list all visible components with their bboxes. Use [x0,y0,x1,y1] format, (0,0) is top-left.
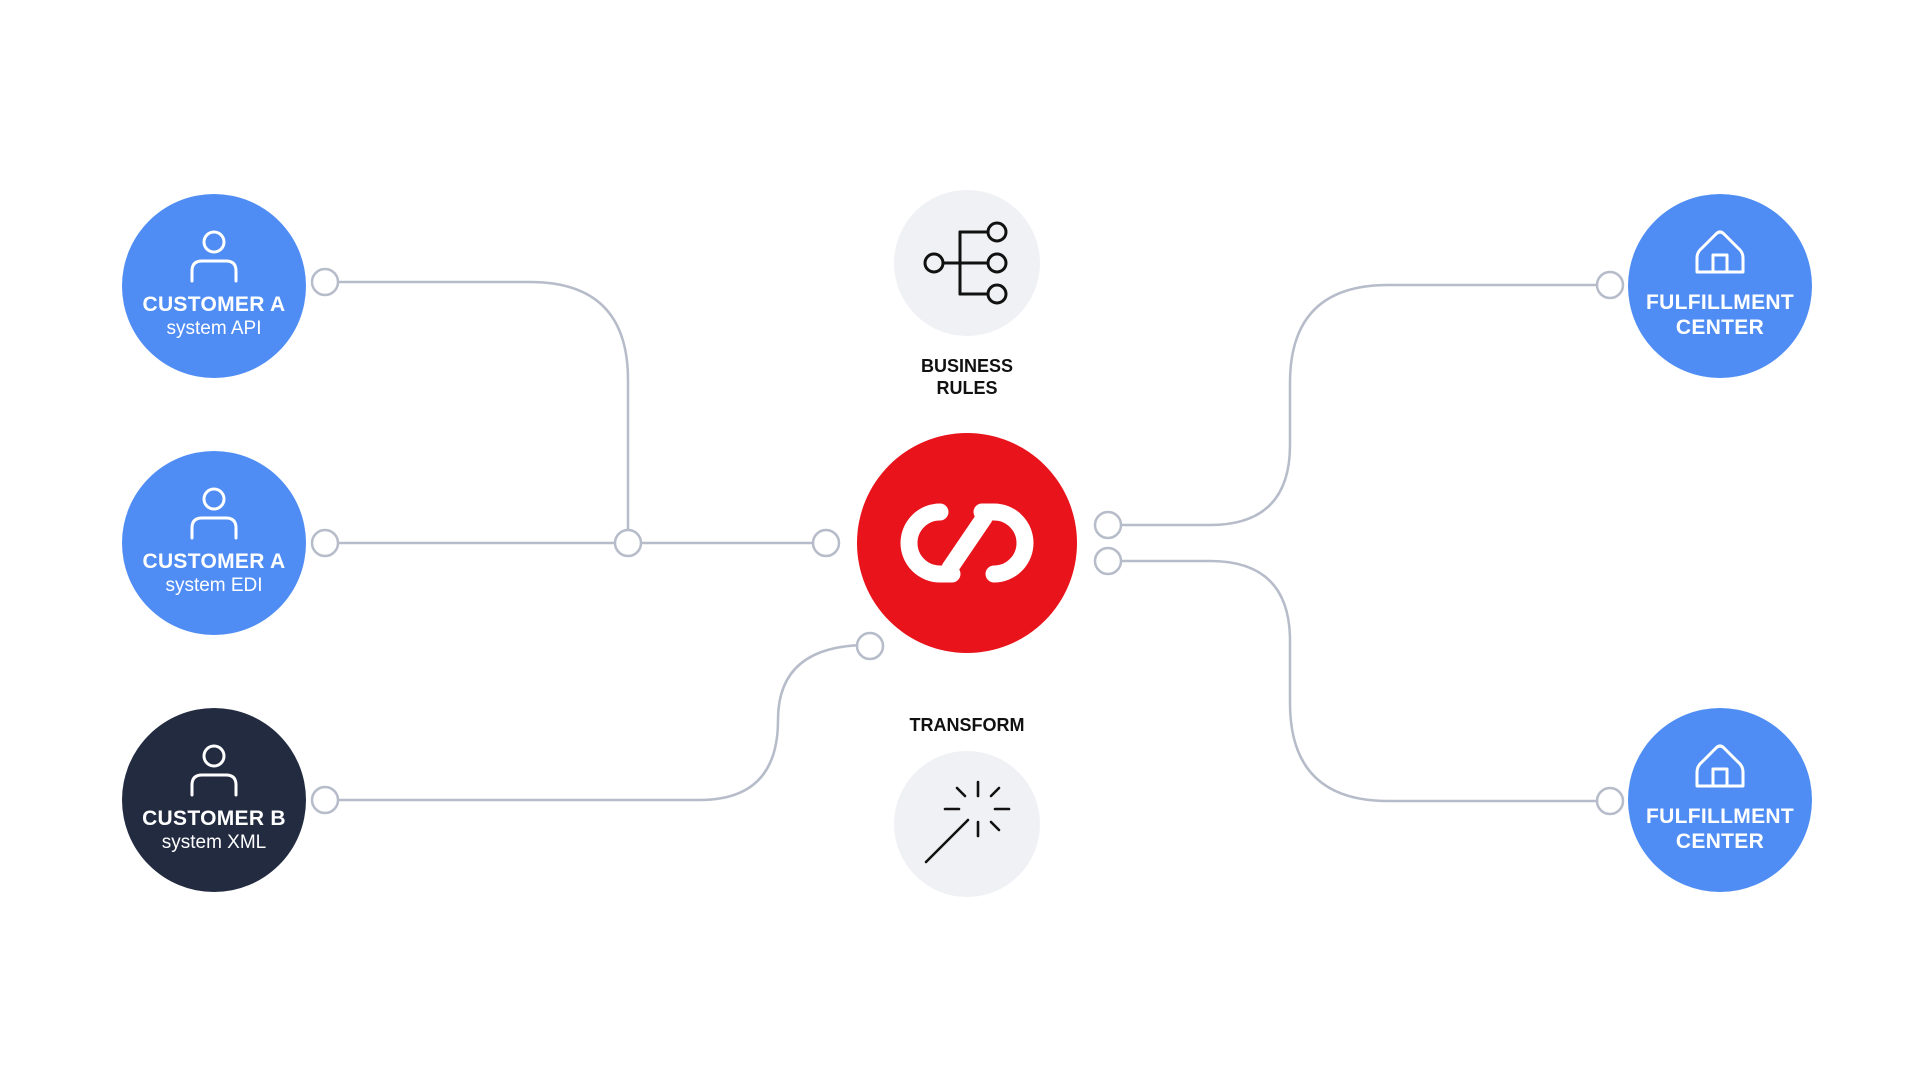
port-junction [613,528,643,558]
node-customer-a-edi[interactable]: CUSTOMER A system EDI [122,451,306,635]
port-customer-a-edi [310,528,340,558]
port-fulfillment-top [1595,270,1625,300]
connector-fulfillment-bottom [1108,559,1608,803]
node-fulfillment-top[interactable]: FULFILLMENT CENTER [1628,194,1812,378]
infinity-link-icon [900,503,1034,583]
node-subtitle: system XML [162,832,267,853]
port-fulfillment-bottom [1595,786,1625,816]
node-customer-b-xml[interactable]: CUSTOMER B system XML [122,708,306,892]
branch-tree-icon [923,221,1008,305]
node-circle [122,708,306,892]
node-title-line2: CENTER [1676,316,1764,339]
connector-customer-b-xml [325,643,869,802]
node-title-line1: FULFILLMENT [1646,291,1794,314]
node-circle [122,194,306,378]
magic-wand-icon [924,780,1011,864]
node-title: CUSTOMER A [142,550,285,573]
node-title-line1: FULFILLMENT [1646,805,1794,828]
node-subtitle: system API [166,318,261,339]
house-icon [1695,230,1745,274]
transform-label: TRANSFORM [910,715,1025,735]
port-customer-b-xml [310,785,340,815]
node-hub[interactable] [857,433,1077,653]
port-hub-output-top [1093,510,1123,540]
port-hub-transform [855,631,885,661]
user-icon [190,744,238,797]
user-icon [190,487,238,540]
connector-customer-a-api [325,280,630,543]
business-rules-label-line1: BUSINESS [921,356,1013,376]
node-title: CUSTOMER B [142,807,286,830]
node-subtitle: system EDI [165,575,262,596]
icon-bubble [894,751,1040,897]
node-transform[interactable]: TRANSFORM [894,715,1040,897]
port-customer-a-api [310,267,340,297]
node-circle [1628,194,1812,378]
connectors [325,280,1608,803]
node-circle [122,451,306,635]
node-title: CUSTOMER A [142,293,285,316]
port-hub-input [811,528,841,558]
user-icon [190,230,238,283]
node-fulfillment-bottom[interactable]: FULFILLMENT CENTER [1628,708,1812,892]
business-rules-label-line2: RULES [936,378,997,398]
connector-fulfillment-top [1108,283,1608,527]
node-business-rules[interactable]: BUSINESS RULES [894,190,1040,398]
node-title-line2: CENTER [1676,830,1764,853]
node-customer-a-api[interactable]: CUSTOMER A system API [122,194,306,378]
port-hub-output-bottom [1093,546,1123,576]
house-icon [1695,744,1745,788]
ports [310,267,1625,816]
node-circle [1628,708,1812,892]
